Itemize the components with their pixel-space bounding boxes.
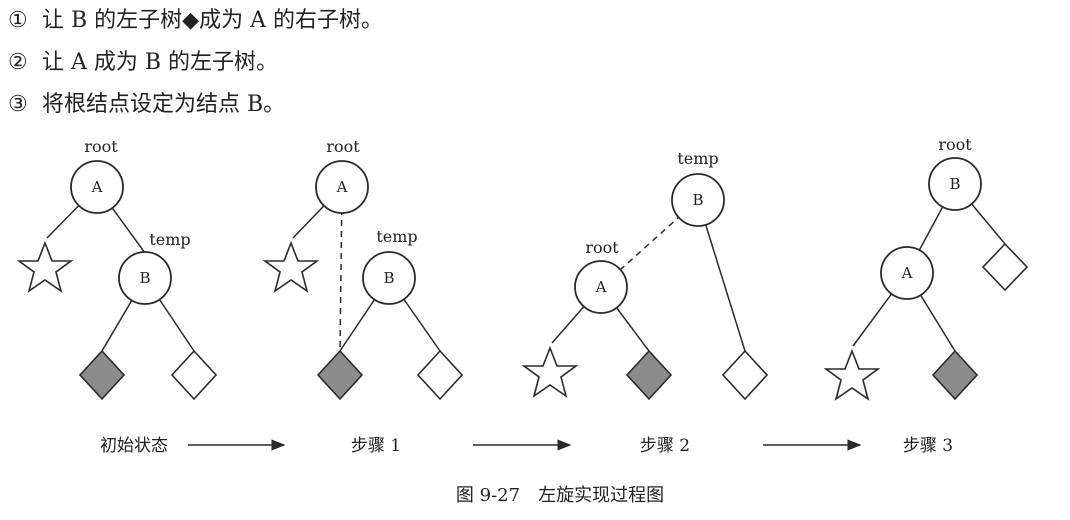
step-1-number: ①: [8, 8, 28, 33]
step-1-text: 让 B 的左子树◆成为 A 的右子树。: [42, 8, 383, 33]
empty-diamond-icon: [981, 242, 1029, 292]
node-b-label: B: [139, 269, 150, 287]
stage-label-step-1: 步骤 1: [351, 436, 401, 456]
step-2-number: ②: [8, 50, 28, 75]
star-icon: [823, 348, 881, 401]
node-a: [880, 246, 934, 300]
empty-diamond-icon: [416, 349, 464, 401]
node-b-label: B: [949, 175, 960, 193]
filled-diamond-icon: [625, 349, 673, 401]
stage-label-step-2: 步骤 2: [640, 436, 690, 456]
tree-initial-state: A root B temp: [16, 137, 218, 401]
stage-label-step-3: 步骤 3: [903, 436, 953, 456]
root-label: root: [84, 137, 118, 156]
empty-diamond-icon: [721, 349, 769, 401]
step-3: ③ 将根结点设定为结点 B。: [8, 90, 285, 120]
star-icon: [262, 240, 320, 293]
step-2-text: 让 A 成为 B 的左子树。: [42, 50, 279, 75]
root-label: root: [585, 238, 619, 257]
node-b-label: B: [692, 191, 703, 209]
node-b: [118, 251, 172, 305]
empty-diamond-icon: [170, 349, 218, 401]
tree-step-2: B temp A root: [521, 149, 769, 401]
node-b: [671, 173, 725, 227]
step-2: ② 让 A 成为 B 的左子树。: [8, 48, 278, 78]
star-icon: [16, 240, 74, 293]
node-b: [928, 157, 982, 211]
temp-label: temp: [376, 227, 417, 246]
filled-diamond-icon: [316, 349, 364, 401]
dashed-edge-a-filled-diamond: [339, 186, 343, 352]
step-1: ① 让 B 的左子树◆成为 A 的右子树。: [8, 6, 383, 36]
node-a: [70, 160, 124, 214]
node-a-label: A: [336, 178, 348, 196]
node-a: [315, 160, 369, 214]
temp-label: temp: [149, 230, 190, 249]
star-icon: [521, 345, 579, 398]
step-3-text: 将根结点设定为结点 B。: [42, 92, 286, 117]
root-label: root: [326, 137, 360, 156]
figure-caption: 图 9-27 左旋实现过程图: [456, 485, 664, 506]
filled-diamond-icon: [78, 349, 126, 401]
stage-label-initial: 初始状态: [100, 436, 168, 456]
node-a-label: A: [901, 264, 913, 282]
tree-step-1: A root B temp: [262, 137, 464, 401]
tree-step-3: B root A: [823, 135, 1029, 401]
root-label: root: [938, 135, 972, 154]
node-b: [362, 251, 416, 305]
step-3-number: ③: [8, 92, 28, 117]
node-a: [574, 260, 628, 314]
node-a-label: A: [595, 278, 607, 296]
filled-diamond-icon: [931, 349, 979, 401]
temp-label: temp: [677, 149, 718, 168]
node-a-label: A: [91, 178, 103, 196]
node-b-label: B: [383, 269, 394, 287]
